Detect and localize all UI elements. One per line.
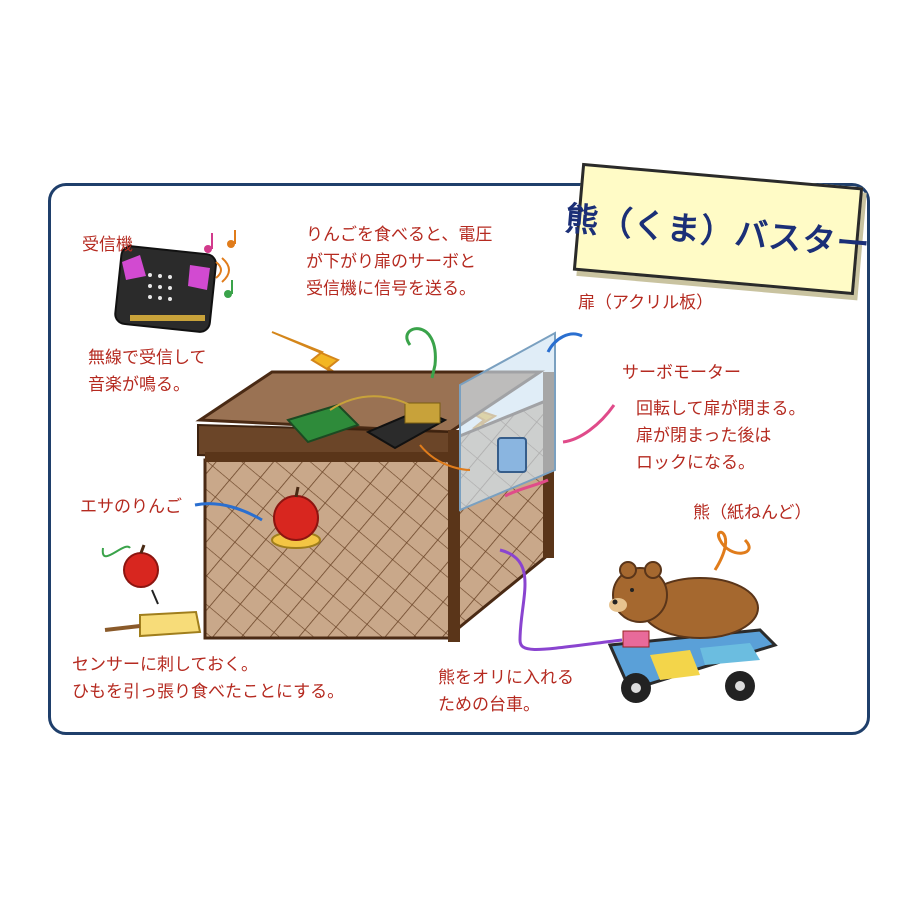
sender-board (286, 395, 471, 471)
label-sensor-note: センサーに刺しておく。 ひもを引っ張り食べたことにする。 (72, 655, 345, 702)
label-bear: 熊（紙ねんど） (693, 503, 812, 523)
arrow-icon-servo (562, 404, 616, 444)
label-servo: サーボモーター (622, 363, 741, 383)
label-receiver: 受信機 (82, 235, 133, 255)
rotation-arrow (504, 478, 549, 498)
label-door: 扉（アクリル板） (578, 293, 714, 313)
arrow-icon-apple (194, 502, 263, 522)
bear-figure (609, 561, 759, 639)
apple-icon (271, 486, 321, 549)
bear-cart (607, 628, 778, 703)
music-note-icon (204, 230, 236, 298)
label-apple-eat: りんごを食べると、電圧 が下がり扉のサーボと 受信機に信号を送る。 (306, 225, 493, 299)
page-title: 熊（くま）バスター (563, 198, 872, 265)
servo-icon (497, 437, 527, 473)
sound-wave (215, 257, 230, 283)
label-bait: エサのりんご (80, 497, 182, 517)
arrow-icon-bear (713, 530, 751, 571)
arrow-icon-door (546, 332, 583, 353)
arrow-icon-green (405, 327, 437, 379)
label-servo-note: 回転して扉が閉まる。 扉が閉まった後は ロックになる。 (636, 399, 806, 473)
label-receiver-note: 無線で受信して 音楽が鳴る。 (88, 348, 207, 395)
receiver-microbit (114, 245, 217, 333)
arrow-icon-cart (499, 548, 623, 651)
sensor-apple (101, 544, 202, 638)
label-cart-note: 熊をオリに入れる ための台車。 (438, 668, 574, 715)
